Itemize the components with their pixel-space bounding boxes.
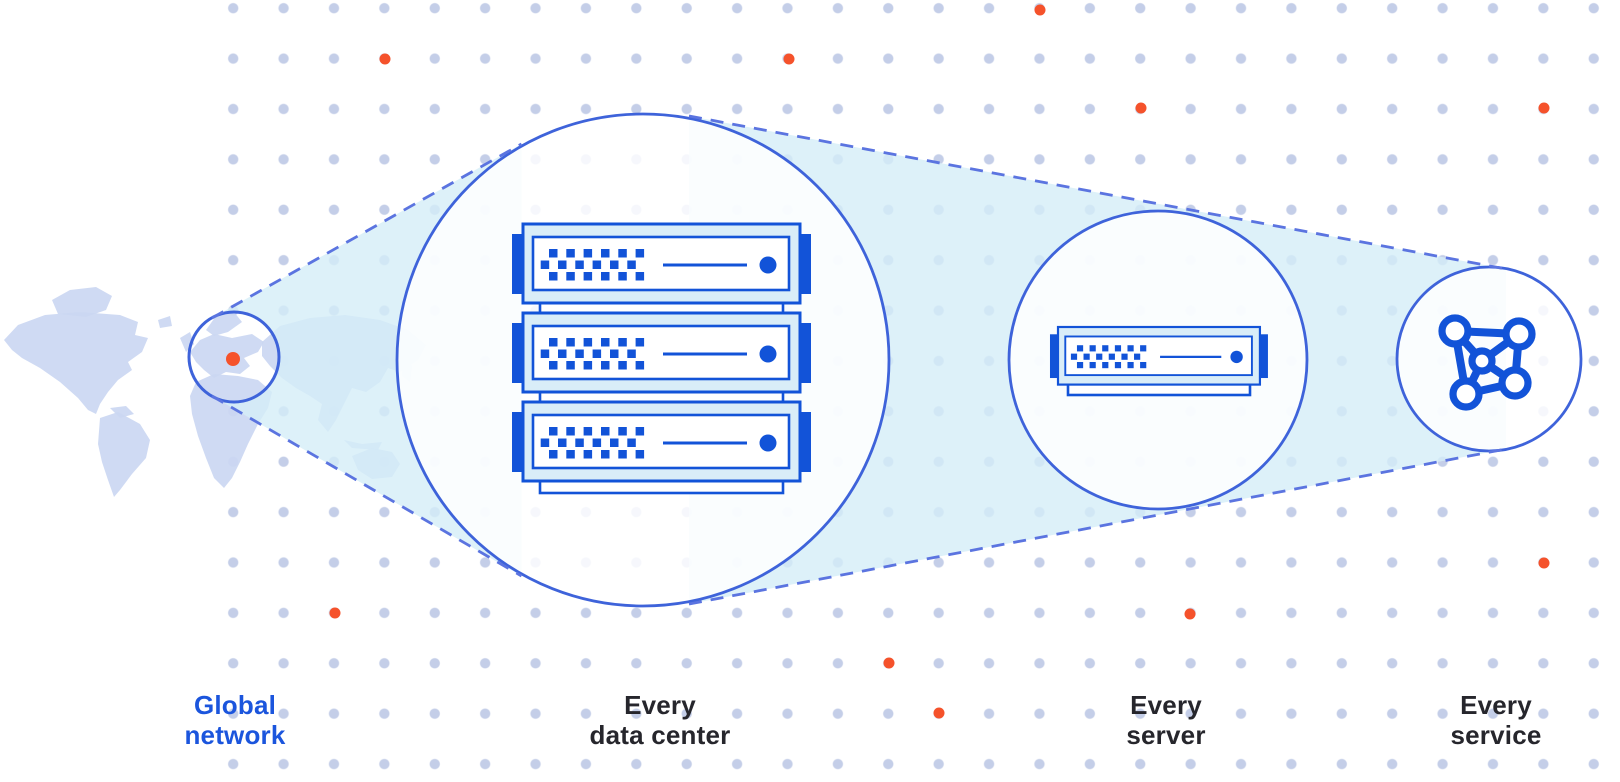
- orange-dot: [1184, 608, 1196, 620]
- server-unit-3: [510, 400, 813, 483]
- orange-dot: [1135, 102, 1147, 114]
- orange-dot: [1538, 102, 1550, 114]
- orange-dot: [783, 53, 795, 65]
- circle-global-region: [187, 310, 281, 404]
- orange-dot: [1538, 557, 1550, 569]
- server-stack: [510, 222, 813, 495]
- label-every-service: Every service: [1450, 690, 1542, 751]
- dashed-line-map-top: [211, 142, 523, 320]
- orange-dot: [883, 657, 895, 669]
- dashed-line-map-bottom: [211, 394, 523, 578]
- orange-dot: [1034, 4, 1046, 16]
- server-unit-single: [1048, 325, 1270, 386]
- dashed-line-right-bottom: [688, 447, 1507, 606]
- orange-dot: [379, 53, 391, 65]
- server-unit-1: [510, 222, 813, 305]
- orange-accent-dots: [226, 4, 1550, 719]
- orange-dot: [329, 607, 341, 619]
- label-every-data-center: Every data center: [589, 690, 731, 751]
- label-every-server: Every server: [1126, 690, 1206, 751]
- dashed-line-right-top: [688, 114, 1507, 271]
- orange-dot: [933, 707, 945, 719]
- map-marker-dot: [226, 352, 240, 366]
- server-unit-2: [510, 311, 813, 394]
- server-single: [1048, 325, 1270, 397]
- network-mesh-icon: [1438, 314, 1536, 411]
- label-global-network: Global network: [184, 690, 286, 751]
